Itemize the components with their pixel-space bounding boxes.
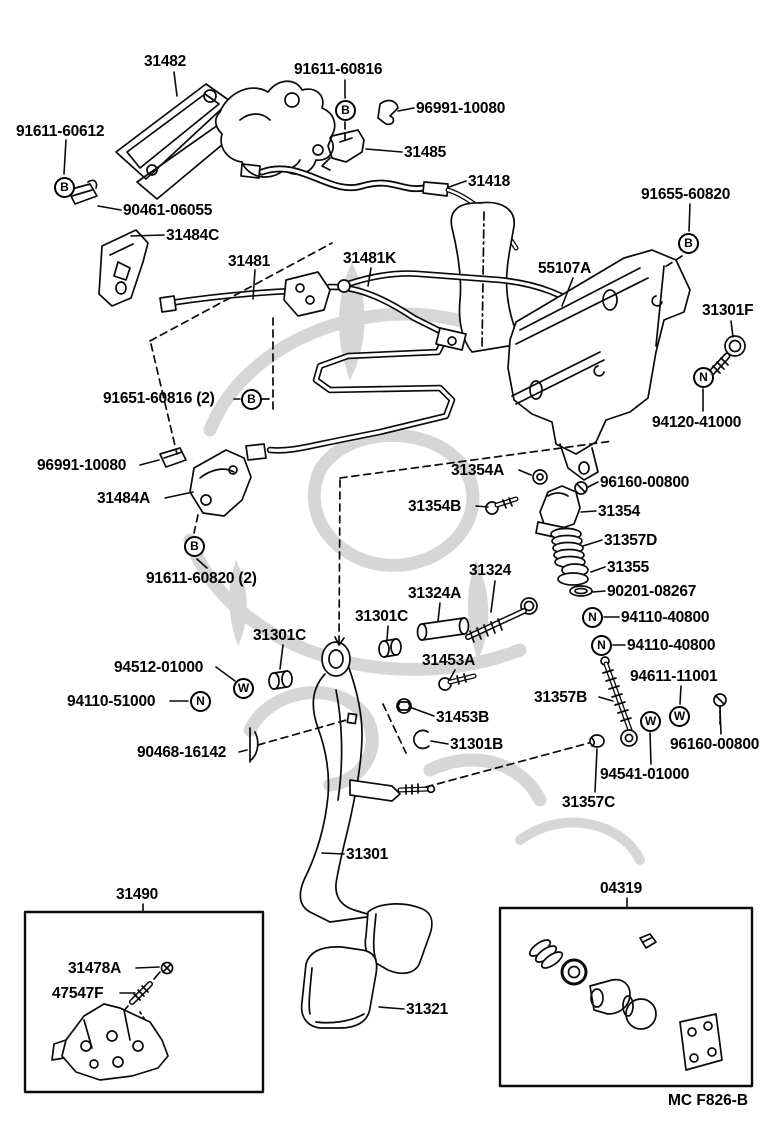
clutch-master-cylinder-drawing xyxy=(115,80,336,200)
part-label-31354a: 31354A xyxy=(451,462,505,479)
part-label-31301: 31301 xyxy=(346,846,389,863)
part-label-31481k: 31481K xyxy=(343,250,397,267)
part-label-31321: 31321 xyxy=(406,1001,449,1018)
clutch-pipes-drawing xyxy=(159,270,616,461)
part-label-31354b: 31354B xyxy=(408,498,462,515)
washer-symbol-icon: W xyxy=(640,711,661,732)
part-label-96160-00800-2: 96160-00800 xyxy=(670,736,760,753)
bolt-symbol-icon: B xyxy=(184,536,205,557)
part-label-31357c: 31357C xyxy=(562,794,616,811)
part-label-94110-40800: 94110-40800 xyxy=(621,609,710,626)
part-label-94611-11001: 94611-11001 xyxy=(630,668,718,685)
part-label-31453b: 31453B xyxy=(436,709,490,726)
drawing-code: MC F826-B xyxy=(668,1092,749,1109)
part-label-31481: 31481 xyxy=(228,253,271,270)
part-label-91611-60612: 91611-60612 xyxy=(16,123,105,140)
part-label-94120-41000: 94120-41000 xyxy=(652,414,742,431)
part-label-31324: 31324 xyxy=(469,562,512,579)
part-label-31357b: 31357B xyxy=(534,689,588,706)
dashed-arrowhead xyxy=(334,636,345,646)
part-label-31324a: 31324A xyxy=(408,585,462,602)
part-label-91611-60816: 91611-60816 xyxy=(294,61,383,78)
part-label-91611-60820: 91611-60820 (2) xyxy=(146,570,257,587)
part-label-96991-10080: 96991-10080 xyxy=(416,100,506,117)
part-label-31484c: 31484C xyxy=(166,227,220,244)
part-label-55107a: 55107A xyxy=(538,260,592,277)
dashed-construction-lines xyxy=(149,121,683,788)
part-label-94541-01000: 94541-01000 xyxy=(600,766,690,783)
nut-symbol-icon: N xyxy=(190,691,211,712)
release-cylinder-parts-drawing xyxy=(532,469,593,597)
part-label-90201-08267: 90201-08267 xyxy=(607,583,697,600)
hose-clamp-drawing xyxy=(321,99,399,171)
bracket-31484a-drawing xyxy=(159,447,252,517)
part-label-91651-60816: 91651-60816 (2) xyxy=(103,390,215,407)
part-label-31453a: 31453A xyxy=(422,652,476,669)
part-label-94110-40800-2: 94110-40800 xyxy=(627,637,716,654)
bolt-31301f-drawing xyxy=(708,335,746,376)
bolt-symbol-icon: B xyxy=(335,100,356,121)
part-label-31301c: 31301C xyxy=(355,608,409,625)
pivot-bolt-and-bushings-drawing xyxy=(268,496,538,690)
part-label-31354: 31354 xyxy=(598,503,641,520)
part-label-90461-06055: 90461-06055 xyxy=(123,202,213,219)
label-leader-lines xyxy=(63,71,734,1010)
nut-symbol-icon: N xyxy=(582,607,603,628)
bolt-symbol-icon: B xyxy=(54,177,75,198)
nut-symbol-icon: N xyxy=(591,635,612,656)
part-label-31301f: 31301F xyxy=(702,302,754,319)
part-label-31490: 31490 xyxy=(116,886,159,903)
part-label-91655-60820: 91655-60820 xyxy=(641,186,731,203)
part-label-31485: 31485 xyxy=(404,144,447,161)
part-label-96991-10080-2: 96991-10080 xyxy=(37,457,127,474)
washer-symbol-icon: W xyxy=(669,706,690,727)
pedal-fasteners-drawing xyxy=(249,673,477,763)
pushrod-31357b-drawing xyxy=(589,656,727,748)
nut-symbol-icon: N xyxy=(693,367,714,388)
bolt-symbol-icon: B xyxy=(678,233,699,254)
part-label-31357d: 31357D xyxy=(604,532,658,549)
part-label-90468-16142: 90468-16142 xyxy=(137,744,227,761)
kit-box-31490-drawing xyxy=(23,910,265,1094)
part-label-31478a: 31478A xyxy=(68,960,122,977)
part-label-31301b: 31301B xyxy=(450,736,504,753)
part-label-47547f: 47547F xyxy=(52,985,104,1002)
pedal-support-bracket-drawing xyxy=(507,249,691,481)
kit-box-04319-drawing xyxy=(498,906,754,1088)
part-label-31482: 31482 xyxy=(144,53,187,70)
part-label-96160-00800: 96160-00800 xyxy=(600,474,690,491)
part-label-94110-51000: 94110-51000 xyxy=(67,693,156,710)
bolt-symbol-icon: B xyxy=(241,389,262,410)
part-label-31418: 31418 xyxy=(468,173,511,190)
part-label-94512-01000: 94512-01000 xyxy=(114,659,204,676)
part-label-04319: 04319 xyxy=(600,880,643,897)
pedal-pad-drawing xyxy=(300,946,378,1029)
part-label-31301c-2: 31301C xyxy=(253,627,307,644)
washer-symbol-icon: W xyxy=(233,678,254,699)
part-label-31484a: 31484A xyxy=(97,490,151,507)
part-label-31355: 31355 xyxy=(607,559,650,576)
clamp-and-bracket-drawing xyxy=(67,179,149,307)
